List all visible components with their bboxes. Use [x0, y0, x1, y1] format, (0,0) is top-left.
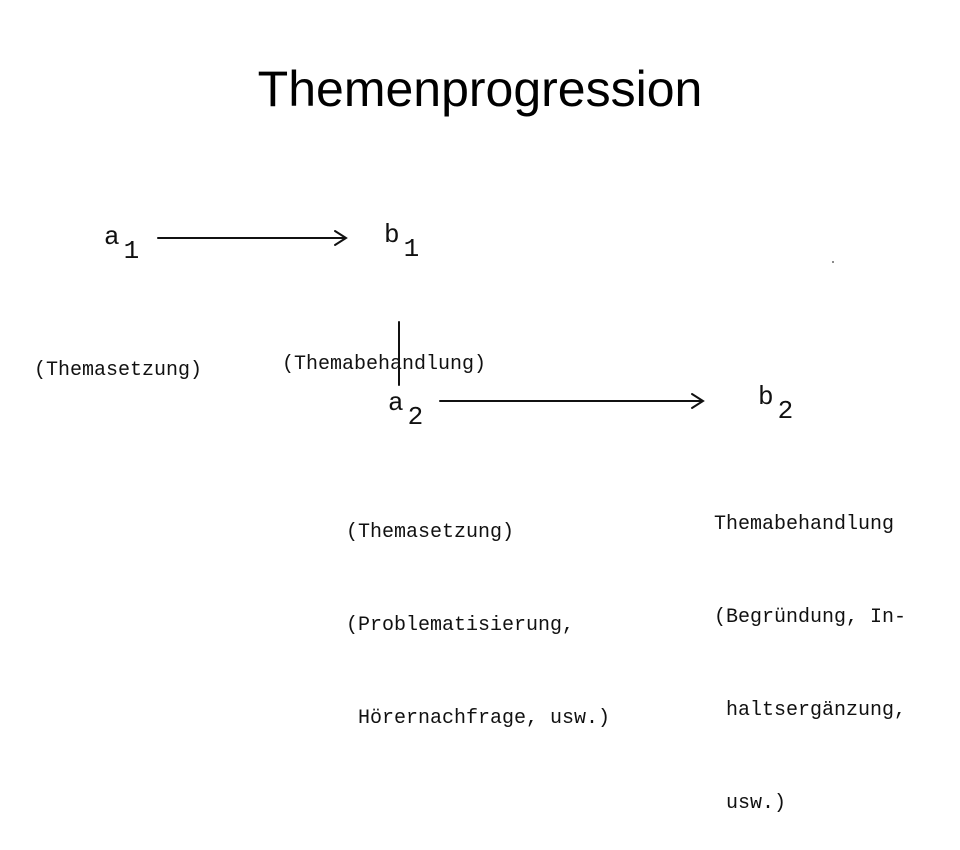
caption-a2-line: (Themasetzung) — [346, 521, 515, 544]
caption-b1-line: (Themabehandlung) — [282, 353, 487, 376]
caption-a1: (Themasetzung) — [34, 293, 202, 417]
node-a1-letter: a — [104, 222, 120, 252]
arrowhead-a2-b2 — [691, 393, 705, 409]
caption-a1-line: (Themasetzung) — [34, 359, 203, 382]
caption-b2-line: Themabehandlung — [714, 513, 895, 536]
arrowhead-a1-b1 — [334, 230, 348, 246]
slide-title: Themenprogression — [257, 61, 703, 117]
node-a1-subscript: 1 — [123, 236, 140, 266]
caption-b2: Themabehandlung (Begründung, In- haltser… — [714, 447, 906, 850]
stray-dot — [832, 261, 834, 263]
caption-b2-line: usw.) — [714, 792, 787, 815]
node-b1-letter: b — [384, 220, 400, 250]
node-b2-letter: b — [758, 382, 774, 412]
caption-b1: (Themabehandlung) — [282, 287, 486, 411]
caption-a2-line: Hörernachfrage, usw.) — [346, 707, 611, 730]
caption-a2-line: (Problematisierung, — [346, 614, 575, 637]
node-a2-letter: a — [388, 388, 404, 418]
node-b2-subscript: 2 — [777, 396, 794, 426]
diagram-connectors — [157, 230, 834, 409]
caption-b2-line: (Begründung, In- — [714, 606, 907, 629]
caption-a2: (Themasetzung) (Problematisierung, Hörer… — [346, 455, 610, 765]
caption-b2-line: haltsergänzung, — [714, 699, 907, 722]
node-b1-subscript: 1 — [403, 234, 420, 264]
node-a2-subscript: 2 — [407, 402, 424, 432]
